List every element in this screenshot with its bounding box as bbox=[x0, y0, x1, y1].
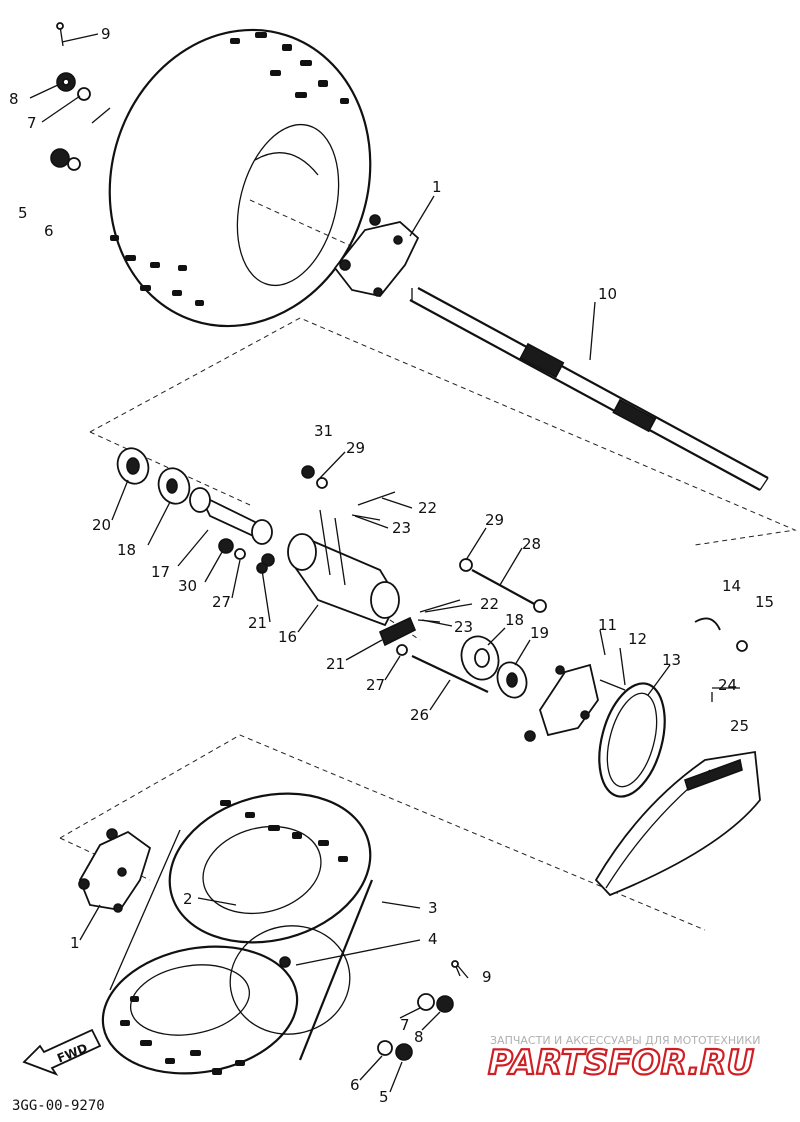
callout-24: 24 bbox=[718, 676, 737, 694]
lower-right-hardware bbox=[279, 956, 461, 1061]
callout-13: 13 bbox=[662, 651, 681, 669]
callout-31: 31 bbox=[314, 422, 333, 440]
callout-8a: 8 bbox=[9, 90, 19, 108]
callout-1a: 1 bbox=[432, 178, 442, 196]
callout-14: 14 bbox=[722, 577, 741, 595]
lower-wheel bbox=[101, 792, 374, 1075]
callout-30: 30 bbox=[178, 577, 197, 595]
callout-6b: 6 bbox=[350, 1076, 360, 1094]
callout-27a: 27 bbox=[212, 593, 231, 611]
callout-18a: 18 bbox=[117, 541, 136, 559]
rear-axle bbox=[409, 287, 769, 491]
diagram-code: 3GG-00-9270 bbox=[12, 1098, 105, 1114]
sprocket-group bbox=[524, 617, 761, 897]
callout-17: 17 bbox=[151, 563, 170, 581]
upper-wheel bbox=[108, 28, 372, 328]
callout-8b: 8 bbox=[414, 1028, 424, 1046]
callout-5a: 5 bbox=[18, 204, 28, 222]
lower-hub bbox=[78, 828, 152, 913]
callout-29b: 29 bbox=[485, 511, 504, 529]
callout-9b: 9 bbox=[482, 968, 492, 986]
callout-25: 25 bbox=[730, 717, 749, 735]
callout-22a: 22 bbox=[418, 499, 437, 517]
callout-6a: 6 bbox=[44, 222, 54, 240]
callout-7a: 7 bbox=[27, 114, 37, 132]
callout-3: 3 bbox=[428, 899, 438, 917]
upper-hub bbox=[333, 214, 420, 297]
callout-19: 19 bbox=[530, 624, 549, 642]
axle-carrier-group bbox=[116, 447, 547, 699]
leader-lines bbox=[29, 33, 671, 1093]
callout-7b: 7 bbox=[400, 1016, 410, 1034]
callout-18b: 18 bbox=[505, 611, 524, 629]
callout-21a: 21 bbox=[248, 614, 267, 632]
fwd-arrow: FWD bbox=[22, 1028, 102, 1076]
callout-28: 28 bbox=[522, 535, 541, 553]
callout-20: 20 bbox=[92, 516, 111, 534]
callout-16: 16 bbox=[278, 628, 297, 646]
callout-23a: 23 bbox=[392, 519, 411, 537]
callout-27b: 27 bbox=[366, 676, 385, 694]
callout-2: 2 bbox=[183, 890, 193, 908]
top-left-hardware bbox=[50, 22, 91, 171]
watermark-caption: ЗАПЧАСТИ И АКСЕССУАРЫ ДЛЯ МОТОТЕХНИКИ bbox=[490, 1034, 760, 1047]
callout-21b: 21 bbox=[326, 655, 345, 673]
callout-labels: 9 8 7 5 6 1 10 31 29 22 23 20 18 17 30 2… bbox=[9, 25, 774, 1106]
callout-9a: 9 bbox=[101, 25, 111, 43]
callout-10: 10 bbox=[598, 285, 617, 303]
callout-5b: 5 bbox=[379, 1088, 389, 1106]
callout-23b: 23 bbox=[454, 618, 473, 636]
watermark: ЗАПЧАСТИ И АКСЕССУАРЫ ДЛЯ МОТОТЕХНИКИ PA… bbox=[487, 1034, 761, 1084]
callout-22b: 22 bbox=[480, 595, 499, 613]
callout-15: 15 bbox=[755, 593, 774, 611]
watermark-brand: PARTSFOR.RU bbox=[488, 1043, 754, 1083]
callout-4: 4 bbox=[428, 930, 438, 948]
callout-26: 26 bbox=[410, 706, 429, 724]
callout-12: 12 bbox=[628, 630, 647, 648]
callout-11: 11 bbox=[598, 616, 617, 634]
callout-29a: 29 bbox=[346, 439, 365, 457]
callout-1b: 1 bbox=[70, 934, 80, 952]
